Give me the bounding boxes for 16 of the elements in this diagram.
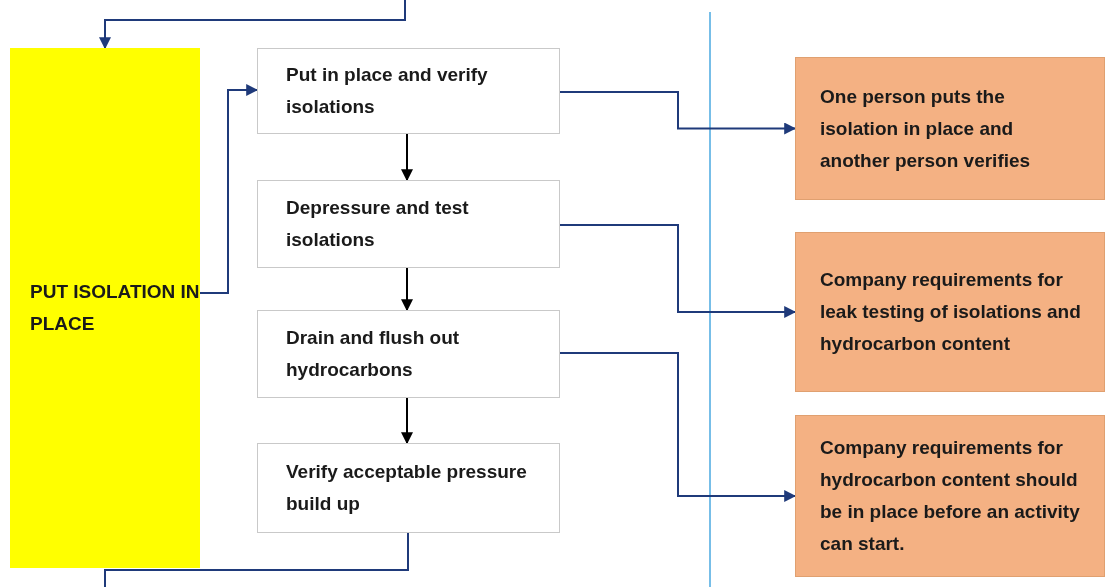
arrow <box>199 84 259 294</box>
note-box: One person puts the isolation in place and another person verifies <box>795 57 1105 200</box>
process-box: Put in place and verify isolations <box>257 48 560 134</box>
arrow <box>559 352 797 502</box>
stage-box: PUT ISOLATION IN PLACE <box>10 48 200 568</box>
note-box: Company requirements for leak testing of isolations and hydrocarbon content <box>795 232 1105 392</box>
process-box: Verify acceptable pressure build up <box>257 443 560 533</box>
process-box: Drain and flush out hydrocarbons <box>257 310 560 398</box>
arrow <box>401 397 413 445</box>
process-box: Depressure and test isolations <box>257 180 560 268</box>
arrow <box>559 224 797 318</box>
arrow <box>401 267 413 312</box>
arrow <box>559 91 797 135</box>
note-box: Company requirements for hydrocarbon content should be in place before an activity can start. <box>795 415 1105 577</box>
arrow <box>99 0 406 50</box>
arrow <box>401 133 413 182</box>
